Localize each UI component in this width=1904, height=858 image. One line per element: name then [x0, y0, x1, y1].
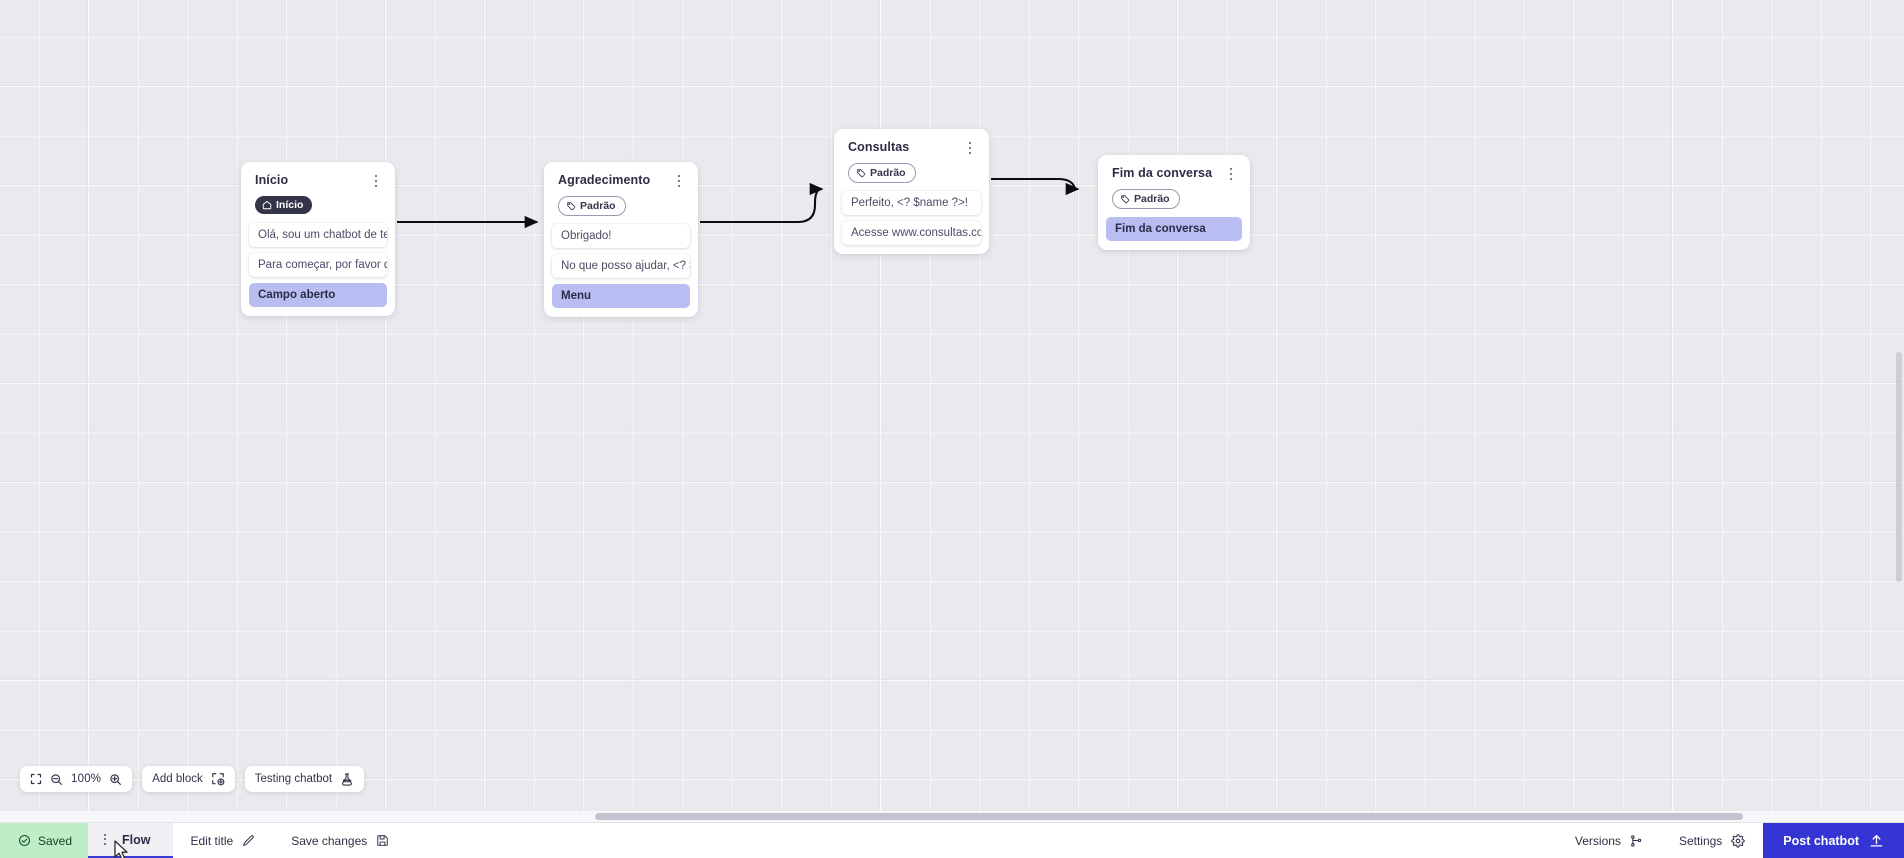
- node-row-accent[interactable]: Fim da conversa: [1106, 217, 1242, 241]
- saved-badge: Saved: [0, 823, 89, 858]
- node-tag-padrao[interactable]: Padrão: [558, 196, 626, 216]
- node-title: Consultas: [848, 140, 910, 154]
- gear-icon: [1731, 833, 1746, 848]
- node-row[interactable]: Olá, sou um chatbot de teste!: [249, 223, 387, 247]
- home-icon: [262, 201, 272, 210]
- edge-consultas-to-fim: [991, 177, 1080, 196]
- testing-chatbot-label: Testing chatbot: [254, 773, 333, 785]
- edit-title-button[interactable]: Edit title: [173, 823, 274, 858]
- node-title: Fim da conversa: [1112, 166, 1213, 180]
- upload-icon: [1870, 835, 1883, 847]
- post-chatbot-label: Post chatbot: [1783, 833, 1859, 848]
- zoom-out-icon[interactable]: [50, 773, 63, 786]
- flow-node-inicio[interactable]: Início Início Olá, sou um chatbot de tes…: [241, 162, 395, 316]
- floppy-disk-icon: [377, 835, 389, 846]
- zoom-in-icon[interactable]: [109, 773, 122, 786]
- node-tag-row: Padrão: [842, 157, 981, 183]
- settings-label: Settings: [1678, 833, 1723, 848]
- add-block-label: Add block: [152, 773, 203, 785]
- node-tag-row: Padrão: [1106, 183, 1242, 209]
- save-changes-label: Save changes: [291, 833, 368, 848]
- add-block-icon: [211, 772, 225, 786]
- horizontal-scrollbar[interactable]: [0, 811, 1904, 822]
- status-bar: Saved Flow Edit title Save changes Versi…: [0, 822, 1904, 858]
- kebab-menu-icon[interactable]: [100, 833, 110, 847]
- tag-icon: [1121, 195, 1130, 204]
- node-menu-icon[interactable]: [1224, 167, 1238, 183]
- node-tag-label: Padrão: [580, 200, 616, 212]
- tab-flow[interactable]: Flow: [88, 823, 173, 858]
- node-rows: Olá, sou um chatbot de teste! Para começ…: [249, 223, 387, 307]
- node-tag-label: Padrão: [870, 167, 906, 179]
- node-row-accent[interactable]: Menu: [552, 284, 690, 308]
- vertical-scrollbar-thumb[interactable]: [1896, 352, 1902, 582]
- node-tag-row: Início: [249, 190, 387, 215]
- node-title: Início: [255, 173, 289, 187]
- post-chatbot-button[interactable]: Post chatbot: [1763, 823, 1904, 858]
- saved-label: Saved: [38, 833, 73, 848]
- node-header: Início: [249, 172, 387, 190]
- node-row[interactable]: Obrigado!: [552, 224, 690, 248]
- node-tag-inicio[interactable]: Início: [255, 196, 313, 214]
- edge-agradecimento-to-consultas: [700, 182, 824, 224]
- branch-icon: [1631, 834, 1642, 847]
- save-changes-button[interactable]: Save changes: [273, 823, 407, 858]
- tag-icon: [567, 202, 576, 211]
- testing-chatbot-button[interactable]: Testing chatbot: [244, 766, 365, 792]
- connector-layer: [397, 177, 1080, 229]
- node-rows: Perfeito, <? $name ?>! Acesse www.consul…: [842, 191, 981, 245]
- settings-button[interactable]: Settings: [1661, 823, 1763, 858]
- node-header: Fim da conversa: [1106, 165, 1242, 183]
- flow-node-agradecimento[interactable]: Agradecimento Padrão Obrigado! No que po…: [544, 162, 698, 317]
- node-tag-label: Padrão: [1134, 193, 1170, 205]
- node-menu-icon[interactable]: [963, 141, 977, 157]
- versions-button[interactable]: Versions: [1557, 823, 1661, 858]
- node-tag-padrao[interactable]: Padrão: [1112, 189, 1180, 209]
- node-row[interactable]: Perfeito, <? $name ?>!: [842, 191, 981, 215]
- versions-label: Versions: [1574, 833, 1621, 848]
- node-menu-icon[interactable]: [369, 174, 383, 190]
- node-row[interactable]: Para começar, por favor digite o ...: [249, 253, 387, 277]
- zoom-controls[interactable]: 100%: [20, 766, 133, 792]
- edit-title-label: Edit title: [190, 833, 234, 848]
- tab-flow-label: Flow: [122, 832, 151, 847]
- zoom-level-label: 100%: [71, 773, 102, 785]
- node-menu-icon[interactable]: [672, 174, 686, 190]
- canvas-toolbar: 100% Add block: [20, 766, 365, 792]
- flow-canvas[interactable]: Início Início Olá, sou um chatbot de tes…: [0, 0, 1904, 822]
- node-row[interactable]: No que posso ajudar, <? $name ...: [552, 254, 690, 278]
- horizontal-scrollbar-thumb[interactable]: [595, 813, 1743, 820]
- status-bar-spacer: [407, 823, 1557, 858]
- check-circle-icon: [18, 834, 31, 847]
- node-rows: Fim da conversa: [1106, 217, 1242, 241]
- pencil-icon: [243, 835, 254, 846]
- node-row[interactable]: Acesse www.consultas.com par...: [842, 221, 981, 245]
- tag-icon: [857, 169, 866, 178]
- node-title: Agradecimento: [558, 173, 651, 187]
- flow-node-fim-da-conversa[interactable]: Fim da conversa Padrão Fim da conversa: [1098, 155, 1250, 250]
- flow-node-consultas[interactable]: Consultas Padrão Perfeito, <? $name ?>! …: [834, 129, 989, 254]
- vertical-scrollbar[interactable]: [1894, 0, 1904, 822]
- add-block-button[interactable]: Add block: [142, 766, 235, 792]
- node-tag-row: Padrão: [552, 190, 690, 216]
- node-header: Agradecimento: [552, 172, 690, 190]
- node-tag-padrao[interactable]: Padrão: [848, 163, 916, 183]
- flask-icon: [340, 772, 354, 787]
- node-rows: Obrigado! No que posso ajudar, <? $name …: [552, 224, 690, 308]
- node-row-accent[interactable]: Campo aberto: [249, 283, 387, 307]
- fit-screen-icon[interactable]: [30, 773, 42, 785]
- node-tag-label: Início: [276, 199, 304, 211]
- node-header: Consultas: [842, 139, 981, 157]
